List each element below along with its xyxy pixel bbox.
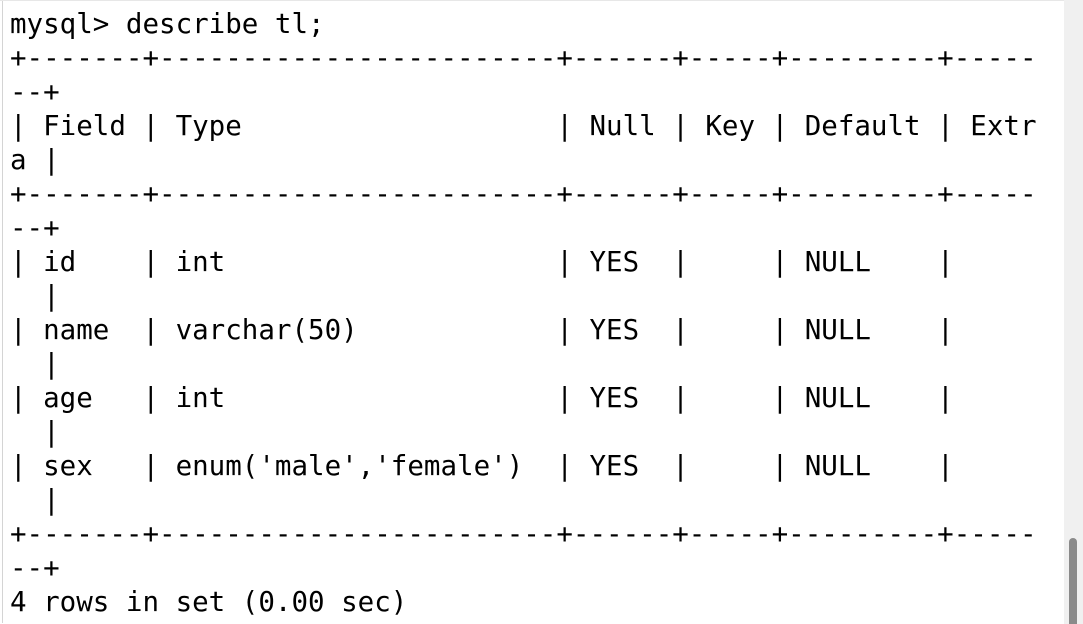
terminal-line: | bbox=[10, 484, 60, 516]
console-text: mysql> describe tl;+-------+------------… bbox=[10, 7, 1063, 619]
terminal-line: | sex | enum('male','female') | YES | | … bbox=[10, 450, 1037, 482]
scrollbar-thumb[interactable] bbox=[1069, 538, 1077, 624]
terminal-line: | id | int | YES | | NULL | bbox=[10, 246, 1037, 278]
terminal-line: +-------+------------------------+------… bbox=[10, 42, 1037, 74]
terminal-line: --+ bbox=[10, 76, 60, 108]
top-border bbox=[0, 0, 1083, 1]
terminal-line: a | bbox=[10, 144, 60, 176]
terminal-line: mysql> describe tl; bbox=[10, 8, 325, 40]
vertical-scrollbar[interactable] bbox=[1064, 0, 1083, 624]
terminal-line: --+ bbox=[10, 212, 60, 244]
terminal-line: 4 rows in set (0.00 sec) bbox=[10, 586, 408, 618]
terminal-line: | age | int | YES | | NULL | bbox=[10, 382, 1037, 414]
terminal-line: | bbox=[10, 416, 60, 448]
terminal-line: | name | varchar(50) | YES | | NULL | bbox=[10, 314, 1037, 346]
terminal-output-area[interactable]: mysql> describe tl;+-------+------------… bbox=[2, 1, 1063, 623]
terminal-line: | Field | Type | Null | Key | Default | … bbox=[10, 110, 1037, 142]
terminal-line: +-------+------------------------+------… bbox=[10, 178, 1037, 210]
terminal-line: | bbox=[10, 280, 60, 312]
terminal-line: --+ bbox=[10, 552, 60, 584]
terminal-line: | bbox=[10, 348, 60, 380]
terminal-line: +-------+------------------------+------… bbox=[10, 518, 1037, 550]
